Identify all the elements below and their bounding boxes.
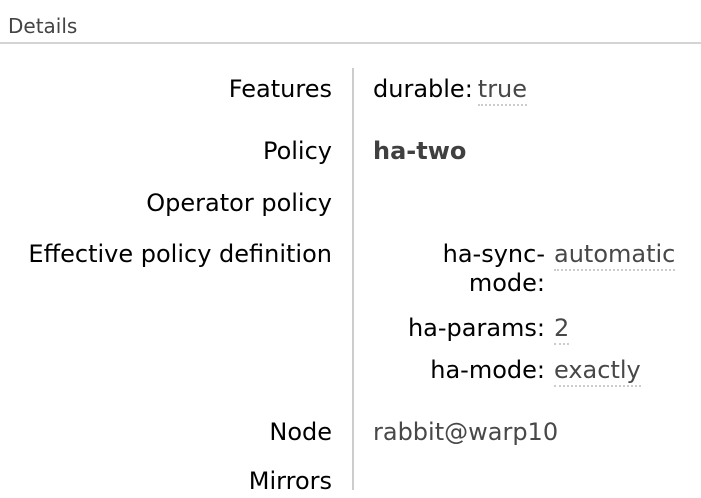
table-row-node: Node rabbit@warp10 [0, 401, 701, 459]
node-name: rabbit@warp10 [373, 418, 559, 446]
table-row-operator-policy: Operator policy [0, 177, 701, 228]
arg-value-ha-mode: exactly [554, 356, 641, 387]
header-divider [0, 42, 701, 44]
row-label-features: Features [228, 75, 332, 103]
arg-row-ha-mode: ha-mode: exactly [373, 356, 675, 387]
feature-arg-key: durable: [373, 75, 473, 103]
node-value-cell: rabbit@warp10 [332, 418, 558, 447]
policy-value-cell: ha-two [332, 137, 466, 166]
table-row-features: Features durable:true [0, 68, 701, 120]
table-row-policy: Policy ha-two [0, 120, 701, 177]
row-label-operator-policy: Operator policy [146, 189, 332, 217]
table-row-effective-policy-definition: Effective policy definition ha-sync-mode… [0, 228, 701, 401]
arg-value-ha-sync-mode: automatic [554, 240, 676, 271]
panel-header: Details [0, 0, 701, 42]
row-label-mirrors: Mirrors [248, 467, 332, 495]
arg-row-ha-sync-mode: ha-sync-mode: automatic [373, 240, 676, 298]
row-label-policy: Policy [262, 137, 332, 165]
page-title: Details [8, 14, 78, 38]
features-value-cell: durable:true [332, 75, 528, 106]
arg-key-ha-params: ha-params: [407, 314, 545, 342]
table-row-mirrors: Mirrors [0, 459, 701, 498]
column-divider [352, 68, 354, 490]
row-label-node: Node [269, 418, 332, 446]
policy-name: ha-two [373, 137, 467, 165]
effective-policy-args-table: ha-sync-mode: automatic ha-params: 2 ha-… [373, 240, 676, 387]
arg-key-ha-mode: ha-mode: [430, 356, 545, 384]
arg-row-ha-params: ha-params: 2 [373, 314, 675, 345]
arg-key-ha-sync-mode: ha-sync-mode: [442, 240, 545, 297]
feature-arg-value: true [477, 75, 528, 106]
row-label-effective-policy-definition: Effective policy definition [28, 240, 332, 268]
arg-value-ha-params: 2 [554, 314, 570, 345]
effective-policy-value-cell: ha-sync-mode: automatic ha-params: 2 ha-… [332, 240, 676, 387]
details-table: Features durable:true Policy ha-two Oper… [0, 68, 701, 498]
